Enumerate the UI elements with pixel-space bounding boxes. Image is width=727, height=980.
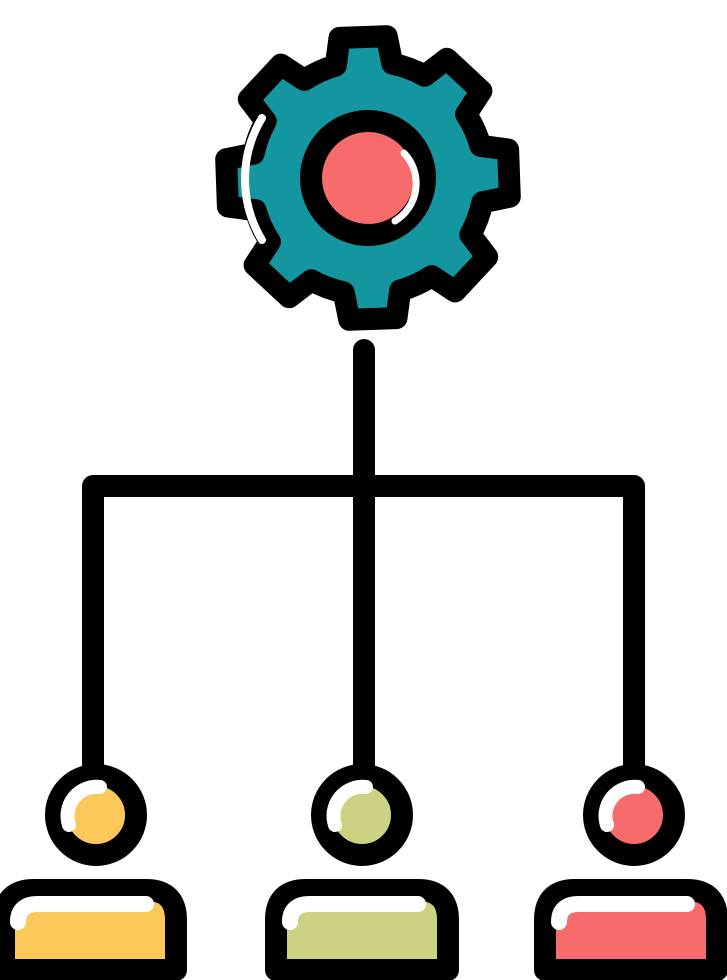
team-members <box>0 764 727 980</box>
person-right-body-highlight <box>551 896 695 930</box>
person-middle-body-highlight <box>282 896 426 930</box>
person-left-icon <box>0 764 187 980</box>
person-left-head-highlight <box>60 779 107 832</box>
gear-hub <box>300 110 436 246</box>
gear-highlight <box>241 114 266 244</box>
person-right-head-highlight <box>598 779 645 832</box>
person-left-body-highlight <box>10 896 154 930</box>
hierarchy-connectors <box>82 339 645 786</box>
person-middle-head-highlight <box>326 779 373 832</box>
person-right-icon <box>534 764 727 980</box>
person-middle-icon <box>265 764 459 980</box>
gear-hub-highlight <box>391 149 420 225</box>
gear-icon <box>215 25 521 331</box>
connector-crossbar <box>82 475 645 786</box>
